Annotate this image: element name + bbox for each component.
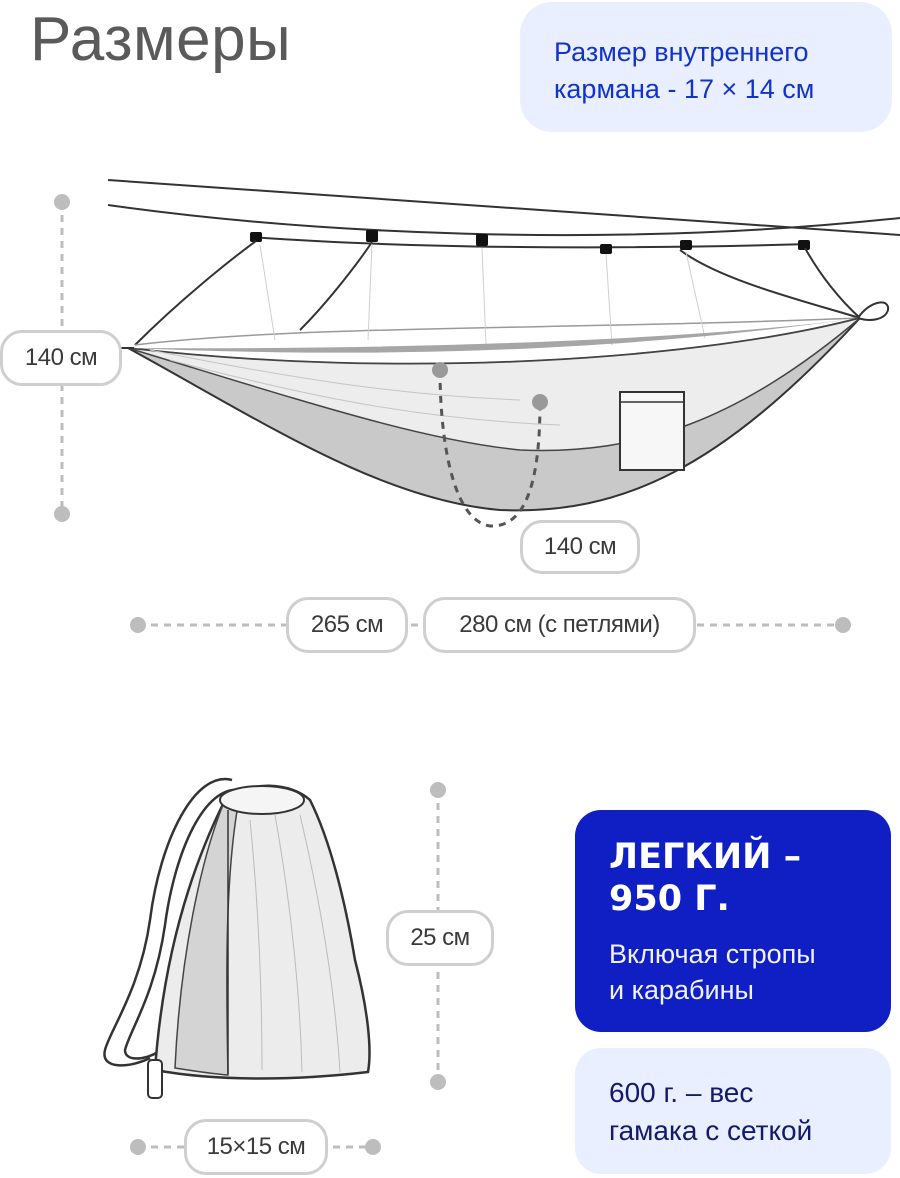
weight-headline-line2: 950 Г. bbox=[609, 879, 730, 919]
total-weight-subtitle: Включая стропы и карабины bbox=[609, 936, 873, 1008]
total-weight-card: ЛЕГКИЙ – 950 Г. Включая стропы и карабин… bbox=[575, 810, 891, 1032]
net-weight-card: 600 г. – вес гамака с сеткой bbox=[575, 1048, 891, 1174]
weight-headline-line1: ЛЕГКИЙ – bbox=[609, 837, 802, 877]
total-weight-headline: ЛЕГКИЙ – 950 Г. bbox=[609, 836, 873, 920]
pocket-size-note: Размер внутреннего кармана - 17 × 14 см bbox=[520, 2, 892, 132]
net-weight-line1: 600 г. – вес bbox=[609, 1077, 754, 1108]
hammock-length-loops-label: 280 см (с петлями) bbox=[423, 597, 696, 653]
weight-sub-line2: и карабины bbox=[609, 975, 754, 1005]
bag-height-label: 25 см bbox=[386, 910, 494, 966]
hammock-width-dimension bbox=[432, 362, 548, 528]
hammock-length-label: 265 см bbox=[286, 597, 408, 653]
bag-base-label: 15×15 см bbox=[184, 1119, 328, 1175]
hammock-height-label: 140 см bbox=[0, 330, 122, 386]
pocket-note-line1: Размер внутреннего bbox=[554, 37, 809, 67]
net-weight-line2: гамака с сеткой bbox=[609, 1115, 813, 1146]
page-title: Размеры bbox=[30, 5, 292, 74]
hammock-width-label: 140 см bbox=[520, 520, 640, 574]
pocket-note-line2: кармана - 17 × 14 см bbox=[554, 74, 815, 104]
weight-sub-line1: Включая стропы bbox=[609, 939, 816, 969]
